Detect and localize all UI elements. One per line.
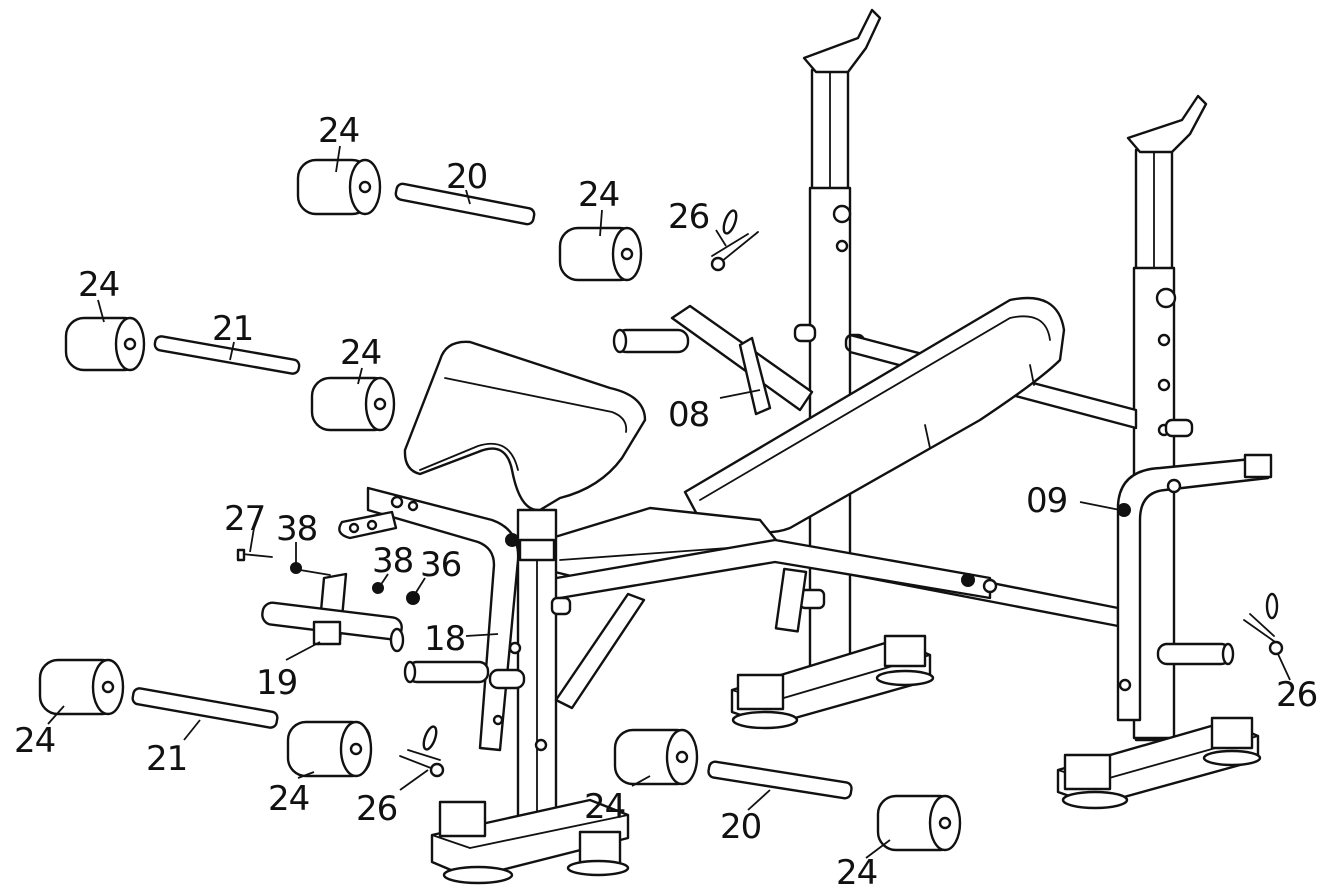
callout-24: 24 (584, 787, 625, 827)
callout-labels: 24 20 24 26 24 21 24 08 09 27 38 38 36 1… (14, 111, 1318, 893)
roller-set-top (296, 158, 643, 282)
callout-21: 21 (146, 739, 187, 779)
roller-set-mid (64, 316, 396, 432)
roller-bar-icon (394, 182, 536, 226)
foam-roller-icon (558, 226, 643, 282)
callout-18: 18 (424, 619, 465, 659)
spring-clip-icon (710, 209, 759, 272)
roller-set-bottom-left (38, 658, 373, 778)
rear-right-upright (1056, 94, 1262, 810)
spring-clip-icon (399, 725, 445, 778)
callout-24: 24 (78, 265, 119, 305)
callout-08: 08 (668, 395, 709, 435)
leader-lines (47, 145, 1291, 859)
callout-26: 26 (356, 789, 397, 829)
callout-38: 38 (276, 509, 317, 549)
callout-26: 26 (668, 197, 709, 237)
preacher-pad (403, 340, 647, 512)
back-pad (683, 296, 1066, 534)
foam-roller-icon (613, 728, 699, 786)
callout-09: 09 (1026, 481, 1067, 521)
part-19-roller (261, 572, 405, 653)
callout-24: 24 (578, 175, 619, 215)
callout-24: 24 (340, 333, 381, 373)
hardware-parts (236, 548, 420, 605)
callout-24: 24 (836, 853, 877, 893)
foam-roller-icon (876, 794, 962, 852)
foam-roller-icon (64, 316, 146, 372)
roller-bar-icon (707, 760, 853, 800)
callout-24: 24 (14, 721, 55, 761)
roller-bar-icon (153, 335, 301, 375)
foam-roller-icon (38, 658, 125, 716)
callout-21: 21 (212, 309, 253, 349)
roller-set-bottom-right (613, 728, 962, 852)
callout-24: 24 (318, 111, 359, 151)
foam-roller-icon (296, 158, 382, 216)
roller-bar-icon (131, 687, 279, 729)
callout-24: 24 (268, 779, 309, 819)
callout-27: 27 (224, 499, 265, 539)
callout-20: 20 (446, 157, 487, 197)
part-18-post (338, 486, 526, 752)
callout-26: 26 (1276, 675, 1317, 715)
front-frame (430, 508, 646, 885)
callout-19: 19 (256, 663, 297, 703)
foam-roller-icon (286, 720, 373, 778)
callout-20: 20 (720, 807, 761, 847)
foam-roller-icon (310, 376, 396, 432)
part-08-arm (612, 304, 814, 416)
spring-clip-icon (1243, 592, 1284, 656)
part-09-arm (1116, 453, 1273, 722)
callout-36: 36 (420, 545, 461, 585)
callout-38: 38 (372, 541, 413, 581)
